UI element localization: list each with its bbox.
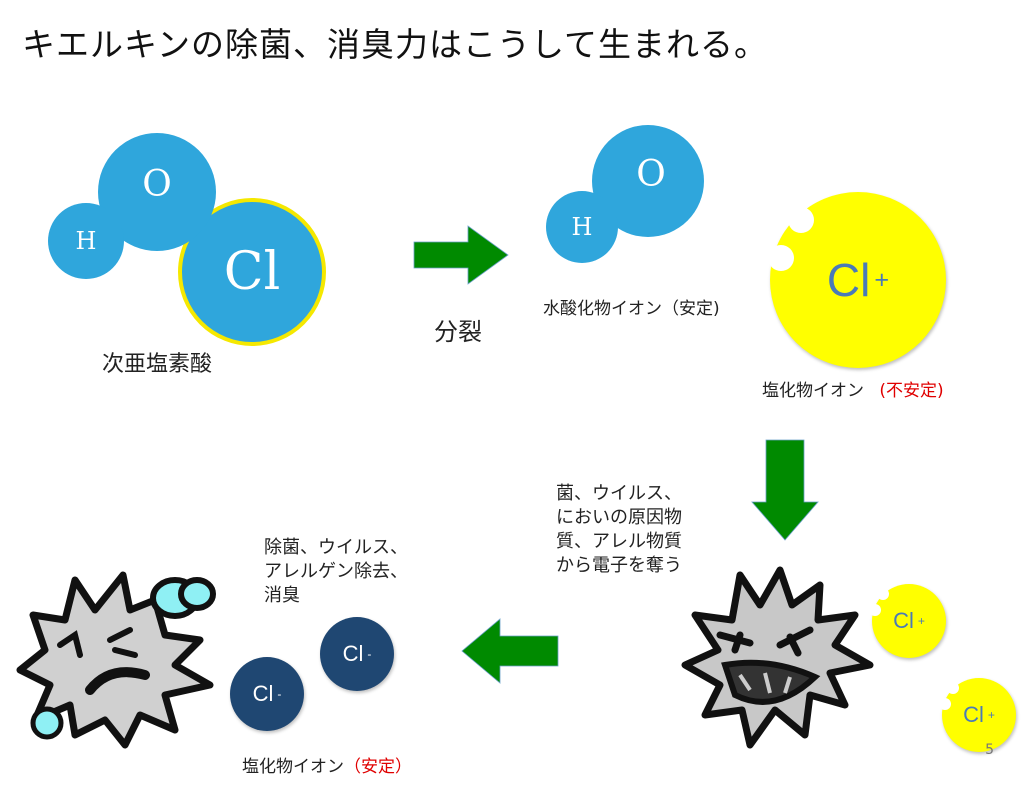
- electron-steal-text: 菌、ウイルス、 においの原因物 質、アレル物質 から電子を奪う: [556, 483, 682, 576]
- electron-hole: [788, 207, 814, 233]
- chloride-stable-label: 塩化物イオン（安定）: [242, 757, 412, 777]
- split-label: 分裂: [434, 318, 482, 346]
- hocl-label: 次亜塩素酸: [102, 352, 213, 377]
- page-number: 5: [985, 742, 994, 758]
- arrow-right-icon: [413, 225, 509, 285]
- defeated-germ-icon: [16, 571, 216, 749]
- angry-germ-icon: [681, 566, 874, 749]
- chloride-ion-minus: Cl-: [320, 617, 394, 691]
- slide-title: キエルキンの除菌、消臭力はこうして生まれる。: [22, 25, 769, 64]
- electron-hole: [869, 604, 881, 616]
- hocl-h-atom: H: [48, 203, 124, 279]
- chloride-ion-plus: Cl+: [869, 584, 946, 658]
- hocl-cl-atom: Cl: [178, 198, 326, 346]
- arrow-down-icon: [751, 439, 819, 541]
- hocl-o-atom: O: [98, 133, 216, 251]
- arrow-left-icon: [461, 618, 559, 684]
- electron-hole: [768, 245, 794, 271]
- chloride-ion-unstable: Cl+: [768, 192, 946, 368]
- electron-hole: [939, 698, 951, 710]
- chloride-ion-minus: Cl-: [230, 657, 304, 731]
- chloride-ion-plus: Cl+: [939, 678, 1016, 752]
- chloride-unstable-label: 塩化物イオン (不安定): [762, 381, 944, 401]
- hydroxide-h-atom: H: [546, 191, 618, 263]
- result-text: 除菌、ウイルス、 アレルゲン除去、 消臭: [264, 537, 408, 606]
- hydroxide-label: 水酸化物イオン（安定): [543, 299, 720, 319]
- electron-hole: [947, 682, 959, 694]
- electron-hole: [877, 588, 889, 600]
